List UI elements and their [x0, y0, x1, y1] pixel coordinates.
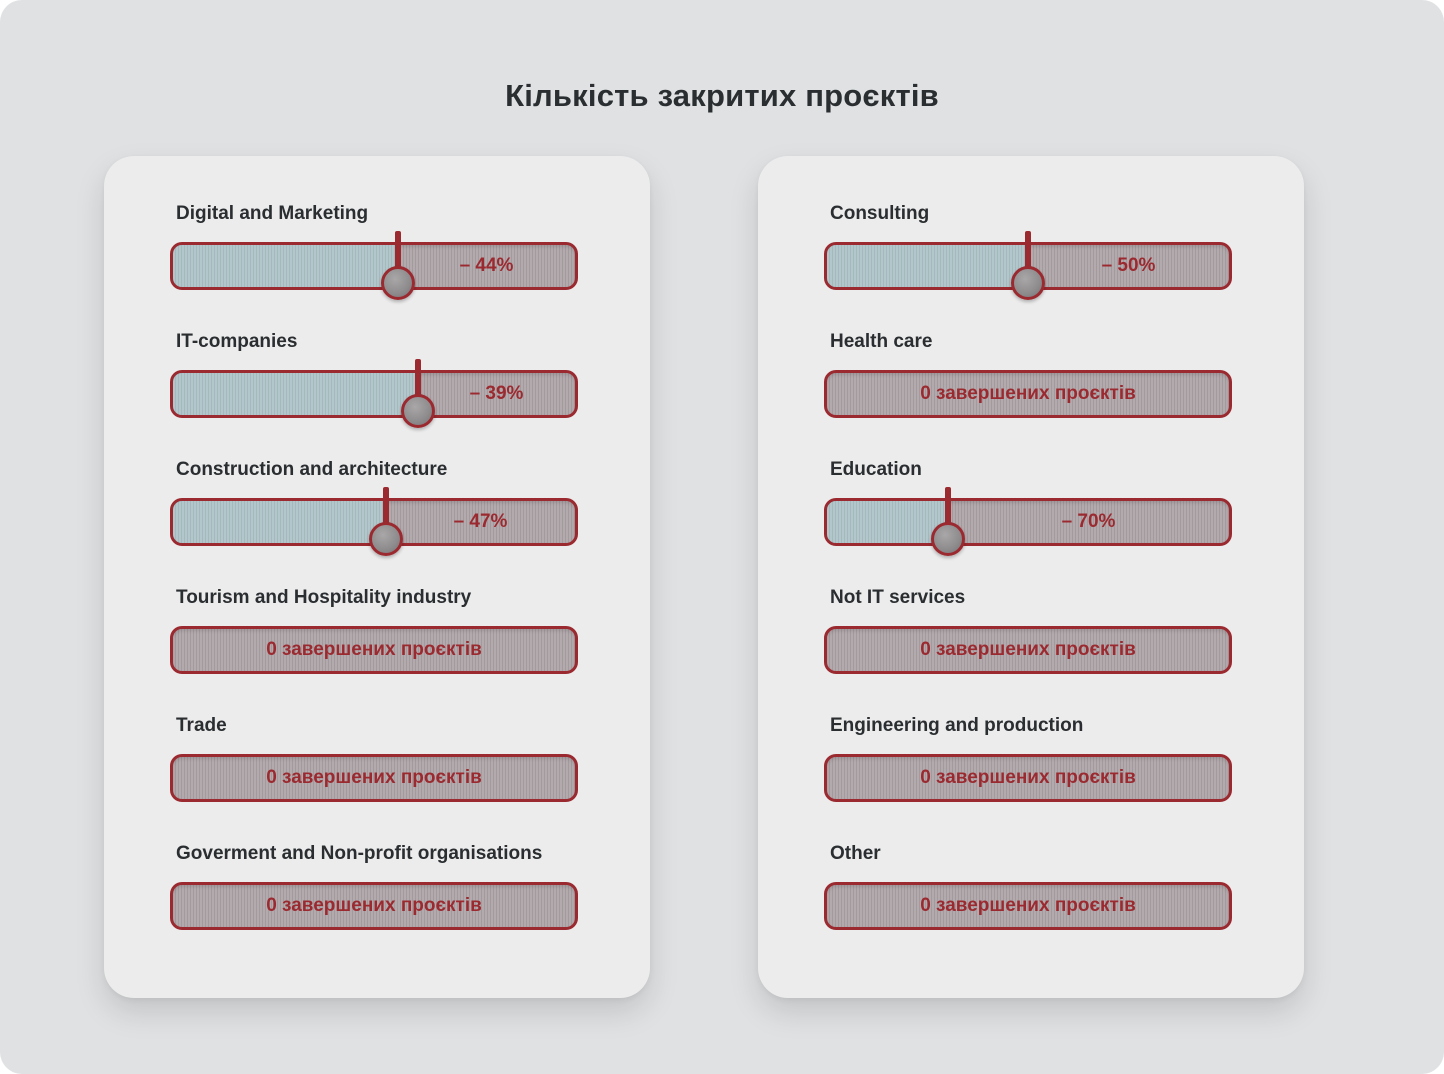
progress-bar: 0 завершених проєктів [824, 626, 1232, 674]
progress-value-text: 0 завершених проєктів [266, 895, 482, 916]
slider-marker [383, 487, 389, 527]
progress-value-text: – 44% [459, 255, 514, 276]
slider-handle[interactable] [1011, 266, 1045, 300]
category-label: Trade [176, 715, 227, 736]
progress-value-text: 0 завершених проєктів [266, 639, 482, 660]
category-row-not-it-services: Not IT services 0 завершених проєктів [824, 587, 1234, 687]
category-label: IT-companies [176, 331, 298, 352]
progress-value-text: – 39% [469, 383, 524, 404]
category-row-digital-and-marketing: Digital and Marketing – 44% [170, 203, 580, 303]
progress-value-text: 0 завершених проєктів [920, 639, 1136, 660]
category-label: Other [830, 843, 881, 864]
category-label: Digital and Marketing [176, 203, 369, 224]
slider-handle[interactable] [369, 522, 403, 556]
progress-bar: – 44% [170, 242, 578, 290]
progress-bar: 0 завершених проєктів [824, 754, 1232, 802]
category-label: Education [830, 459, 922, 480]
progress-value-text: 0 завершених проєктів [920, 895, 1136, 916]
progress-bar: – 39% [170, 370, 578, 418]
slider-marker [1025, 231, 1031, 271]
progress-bar: 0 завершених проєктів [170, 626, 578, 674]
category-row-health-care: Health care 0 завершених проєктів [824, 331, 1234, 431]
category-label: Construction and architecture [176, 459, 448, 480]
category-label: Goverment and Non-profit organisations [176, 843, 543, 864]
category-row-goverment-and-non-profit-organisations: Goverment and Non-profit organisations 0 … [170, 843, 580, 943]
progress-bar: – 70% [824, 498, 1232, 546]
progress-bar: 0 завершених проєктів [824, 882, 1232, 930]
left-card: Digital and Marketing – 44% IT-companies – … [104, 156, 650, 998]
category-label: Consulting [830, 203, 930, 224]
progress-value-text: 0 завершених проєктів [920, 383, 1136, 404]
category-label: Engineering and production [830, 715, 1084, 736]
progress-fill [827, 245, 1029, 287]
progress-bar: 0 завершених проєктів [170, 882, 578, 930]
slider-marker [415, 359, 421, 399]
progress-fill [173, 245, 399, 287]
category-label: Not IT services [830, 587, 966, 608]
slider-handle[interactable] [381, 266, 415, 300]
category-row-other: Other 0 завершених проєктів [824, 843, 1234, 943]
category-row-education: Education – 70% [824, 459, 1234, 559]
category-row-trade: Trade 0 завершених проєктів [170, 715, 580, 815]
progress-value-text: 0 завершених проєктів [920, 767, 1136, 788]
progress-value-text: – 47% [453, 511, 508, 532]
category-row-tourism-and-hospitality-industry: Tourism and Hospitality industry 0 заверш… [170, 587, 580, 687]
page-title: Кількість закритих проєктів [505, 78, 939, 113]
slider-marker [945, 487, 951, 527]
right-card: Consulting – 50% Health care 0 завершених п… [758, 156, 1304, 998]
slider-handle[interactable] [401, 394, 435, 428]
progress-bar: 0 завершених проєктів [824, 370, 1232, 418]
progress-fill [173, 501, 387, 543]
category-row-engineering-and-production: Engineering and production 0 завершених п… [824, 715, 1234, 815]
progress-bar: 0 завершених проєктів [170, 754, 578, 802]
category-row-it-companies: IT-companies – 39% [170, 331, 580, 431]
progress-value-text: – 50% [1101, 255, 1156, 276]
progress-fill [173, 373, 419, 415]
category-label: Tourism and Hospitality industry [176, 587, 472, 608]
slider-marker [395, 231, 401, 271]
slider-handle[interactable] [931, 522, 965, 556]
category-row-consulting: Consulting – 50% [824, 203, 1234, 303]
category-label: Health care [830, 331, 933, 352]
progress-bar: – 47% [170, 498, 578, 546]
progress-value-text: 0 завершених проєктів [266, 767, 482, 788]
progress-value-text: – 70% [1061, 511, 1116, 532]
category-row-construction-and-architecture: Construction and architecture – 47% [170, 459, 580, 559]
